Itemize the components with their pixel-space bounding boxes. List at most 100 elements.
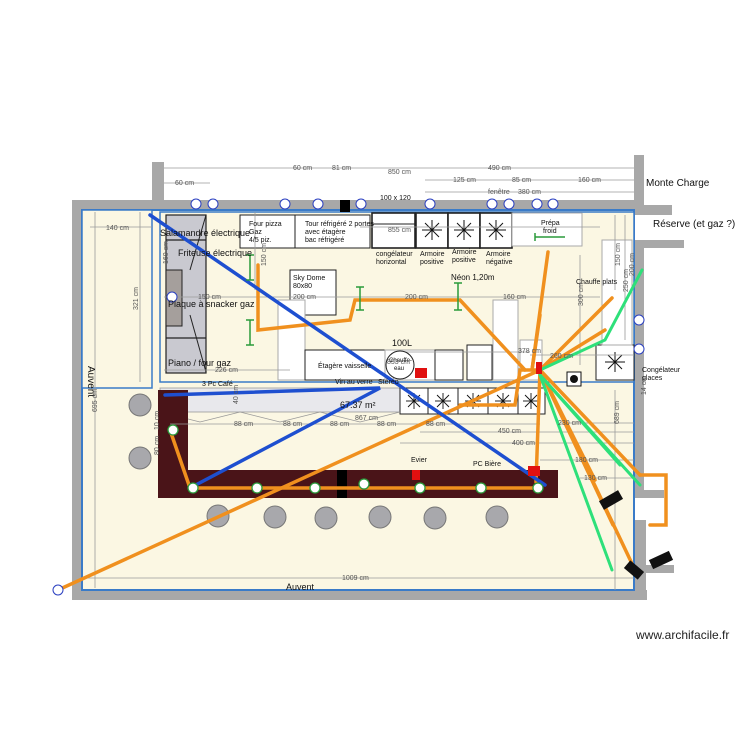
label-sky-dome-2: 80x80 bbox=[293, 283, 312, 290]
dim-130: 130 cm bbox=[584, 475, 607, 482]
dim-250: 250 cm bbox=[623, 269, 630, 292]
snowflake-icons bbox=[422, 220, 625, 372]
label-plaque: Plaque à snacker gaz bbox=[168, 299, 255, 309]
label-monte-charge-1: Monte Charge bbox=[646, 178, 710, 189]
dim-81: 81 cm bbox=[332, 165, 351, 172]
label-prepa-1: Prépa bbox=[541, 220, 560, 227]
dim-689: 689 cm bbox=[614, 401, 621, 424]
dim-855: 855 cm bbox=[388, 227, 411, 234]
pillar-block bbox=[340, 200, 350, 212]
label-armoire-pos1-2: positive bbox=[420, 259, 444, 266]
dim-200b: 200 cm bbox=[405, 294, 428, 301]
dim-378: 378 cm bbox=[518, 348, 541, 355]
dim-230: 230 cm bbox=[558, 420, 581, 427]
label-evier: Evier bbox=[411, 457, 428, 464]
label-congelateur-h-2: horizontal bbox=[376, 259, 407, 266]
cables-green bbox=[538, 268, 644, 572]
dim-88d: 88 cm bbox=[377, 421, 396, 428]
label-window: 100 x 120 bbox=[380, 195, 411, 202]
dim-150v: 150 cm bbox=[261, 243, 268, 266]
dim-853: 853 cm bbox=[387, 359, 410, 366]
label-armoire-neg-2: négative bbox=[486, 259, 513, 266]
label-neon: Néon 1,20m bbox=[451, 273, 495, 282]
dim-125: 125 cm bbox=[453, 177, 476, 184]
label-area: 67.37 m² bbox=[340, 400, 376, 410]
dim-850: 850 cm bbox=[388, 169, 411, 176]
label-etagere: Étagère vaisselle bbox=[318, 361, 371, 370]
label-tour-1: Tour réfrigéré 2 portes bbox=[305, 221, 374, 228]
label-armoire-pos2-2: positive bbox=[452, 257, 476, 264]
bar-counter bbox=[158, 390, 558, 498]
label-chauffe-eau-2: eau bbox=[394, 366, 404, 372]
label-pc-biere: PC Bière bbox=[473, 461, 501, 468]
label-four-pizza-3: 4/5 piz. bbox=[249, 237, 272, 244]
label-vin-verre: Vin au verre bbox=[335, 379, 373, 386]
label-tour-3: bac réfrigéré bbox=[305, 237, 344, 244]
label-armoire-pos2-1: Armoire bbox=[452, 249, 477, 256]
label-congelateur-h-1: congélateur bbox=[376, 251, 413, 258]
label-pc-cafe: 3 Pc Café bbox=[202, 381, 233, 388]
label-ballon: 100L bbox=[392, 338, 412, 348]
dim-380: 380 cm bbox=[518, 189, 541, 196]
label-auvent-bottom: Auvent bbox=[286, 582, 315, 592]
dim-200a: 200 cm bbox=[293, 294, 316, 301]
dim-88c: 88 cm bbox=[330, 421, 349, 428]
dim-260: 260 cm bbox=[550, 353, 573, 360]
dim-160v: 160 cm bbox=[163, 241, 170, 264]
dim-867: 867 cm bbox=[355, 415, 378, 422]
dim-40: 40 cm bbox=[233, 385, 240, 404]
label-four-pizza-1: Four pizza bbox=[249, 221, 282, 228]
dim-160: 160 cm bbox=[578, 177, 601, 184]
dim-88a: 88 cm bbox=[234, 421, 253, 428]
dim-85: 85 cm bbox=[512, 177, 531, 184]
label-prepa-2: froid bbox=[543, 228, 557, 235]
dim-10: 10 cm bbox=[154, 411, 161, 430]
neon-lights bbox=[246, 233, 565, 346]
label-piano: Piano / four gaz bbox=[168, 358, 232, 368]
label-chauffe-plats: Chauffe plats bbox=[576, 279, 618, 286]
cables-blue bbox=[148, 213, 547, 490]
dim-14: 14 cm bbox=[641, 376, 648, 395]
dim-1009: 1009 cm bbox=[342, 575, 369, 582]
label-tour-2: avec étagère bbox=[305, 229, 346, 236]
dim-88b: 88 cm bbox=[283, 421, 302, 428]
label-fenetre: fenêtre bbox=[488, 189, 510, 196]
dim-200r: 200 cm bbox=[629, 253, 636, 276]
label-congelateur-glaces-2: glaces bbox=[642, 375, 663, 382]
dim-490: 490 cm bbox=[488, 165, 511, 172]
camera-icons bbox=[598, 490, 674, 580]
label-armoire-pos1-1: Armoire bbox=[420, 251, 445, 258]
label-armoire-neg-1: Armoire bbox=[486, 251, 511, 258]
label-four-pizza-2: Gaz bbox=[249, 229, 262, 236]
label-friteuse: Friteuse électrique bbox=[178, 248, 252, 258]
electrical-sockets[interactable] bbox=[52, 198, 645, 596]
dim-88e: 88 cm bbox=[426, 421, 445, 428]
label-congelateur-glaces-1: Congélateur bbox=[642, 367, 681, 374]
label-sky-dome-1: Sky Dome bbox=[293, 275, 325, 282]
dim-321: 321 cm bbox=[133, 287, 140, 310]
dim-180: 180 cm bbox=[575, 457, 598, 464]
label-chauffe-eau-1: Chauffe- bbox=[389, 358, 412, 364]
dim-300: 300 cm bbox=[578, 283, 585, 306]
dim-80: 80 cm bbox=[154, 436, 161, 455]
dim-60a: 60 cm bbox=[293, 165, 312, 172]
label-reserve: Réserve (et gaz ?) bbox=[653, 219, 735, 230]
dim-695: 695 cm bbox=[92, 389, 99, 412]
bar-lights bbox=[167, 424, 544, 494]
dim-400: 400 cm bbox=[512, 440, 535, 447]
dimension-lines bbox=[82, 167, 634, 590]
water-heater bbox=[385, 350, 415, 380]
red-markers bbox=[412, 362, 542, 480]
dim-160h: 160 cm bbox=[503, 294, 526, 301]
label-stereo: Stéréo bbox=[378, 379, 399, 386]
watermark: www.archifacile.fr bbox=[636, 628, 730, 642]
dim-450: 450 cm bbox=[498, 428, 521, 435]
label-salamandre: Salamandre électrique bbox=[160, 228, 250, 238]
dim-150r: 150 cm bbox=[615, 243, 622, 266]
bar-stools bbox=[128, 393, 509, 530]
dim-140: 140 cm bbox=[106, 225, 129, 232]
dim-150h: 150 cm bbox=[198, 294, 221, 301]
dim-60b: 60 cm bbox=[175, 180, 194, 187]
